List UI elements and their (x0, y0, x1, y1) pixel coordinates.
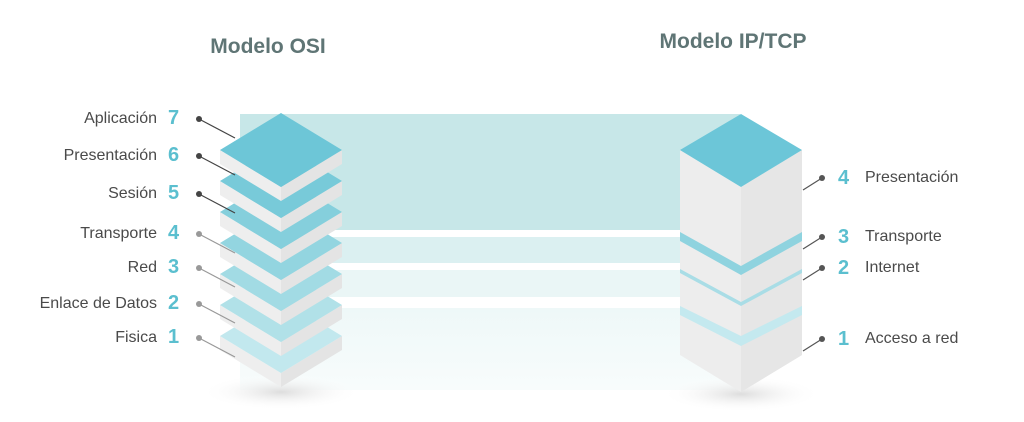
layer-name: Presentación (865, 169, 958, 186)
connector-dot (819, 234, 825, 240)
osi-label-2: Enlace de Datos 2 (40, 292, 236, 324)
connector-dot (196, 153, 202, 159)
connector-dot (196, 116, 202, 122)
layer-number: 4 (838, 167, 850, 189)
layer-name: Sesión (108, 185, 157, 202)
layer-number: 2 (168, 292, 179, 314)
connector-dot (819, 336, 825, 342)
layer-number: 4 (168, 222, 180, 244)
layer-number: 3 (168, 256, 179, 278)
tcp-layer-1-band (680, 306, 802, 346)
layer-name: Internet (865, 259, 920, 276)
tcp-label-1: 1 Acceso a red (802, 328, 958, 352)
tcp-title: Modelo IP/TCP (660, 30, 807, 53)
osi-label-7: Aplicación 7 (84, 107, 236, 139)
tcp-layer-3-band (680, 232, 802, 275)
tcp-stack (680, 114, 802, 392)
connector-dot (196, 231, 202, 237)
layer-number: 7 (168, 107, 179, 129)
osi-label-5: Sesión 5 (108, 182, 236, 214)
connector-dot (196, 301, 202, 307)
layer-name: Enlace de Datos (40, 295, 157, 312)
connector-dot (196, 335, 202, 341)
osi-layer-7 (220, 113, 342, 201)
osi-title: Modelo OSI (210, 35, 326, 58)
layer-number: 1 (168, 326, 179, 348)
layer-number: 5 (168, 182, 179, 204)
tcp-layer-4-top (680, 114, 802, 187)
connector-dot (196, 191, 202, 197)
layer-name: Red (128, 259, 157, 276)
osi-label-3: Red 3 (128, 256, 236, 288)
layer-number: 1 (838, 328, 849, 350)
connector-dot (196, 265, 202, 271)
osi-label-6: Presentación 6 (64, 144, 236, 176)
osi-stack (220, 113, 342, 387)
layer-number: 6 (168, 144, 179, 166)
tcp-label-3: 3 Transporte (802, 226, 942, 250)
osi-label-1: Fisica 1 (115, 326, 236, 358)
connector-dot (819, 175, 825, 181)
layer-number: 2 (838, 257, 849, 279)
osi-label-4: Transporte 4 (80, 222, 236, 254)
tcp-label-2: 2 Internet (802, 257, 920, 281)
layer-number: 3 (838, 226, 849, 248)
tcp-label-4: 4 Presentación (802, 167, 958, 191)
layer-name: Transporte (865, 228, 942, 245)
layer-name: Transporte (80, 225, 157, 242)
connector-dot (819, 265, 825, 271)
layer-name: Presentación (64, 147, 157, 164)
layer-name: Fisica (115, 329, 157, 346)
layer-name: Aplicación (84, 110, 157, 127)
layer-name: Acceso a red (865, 330, 958, 347)
